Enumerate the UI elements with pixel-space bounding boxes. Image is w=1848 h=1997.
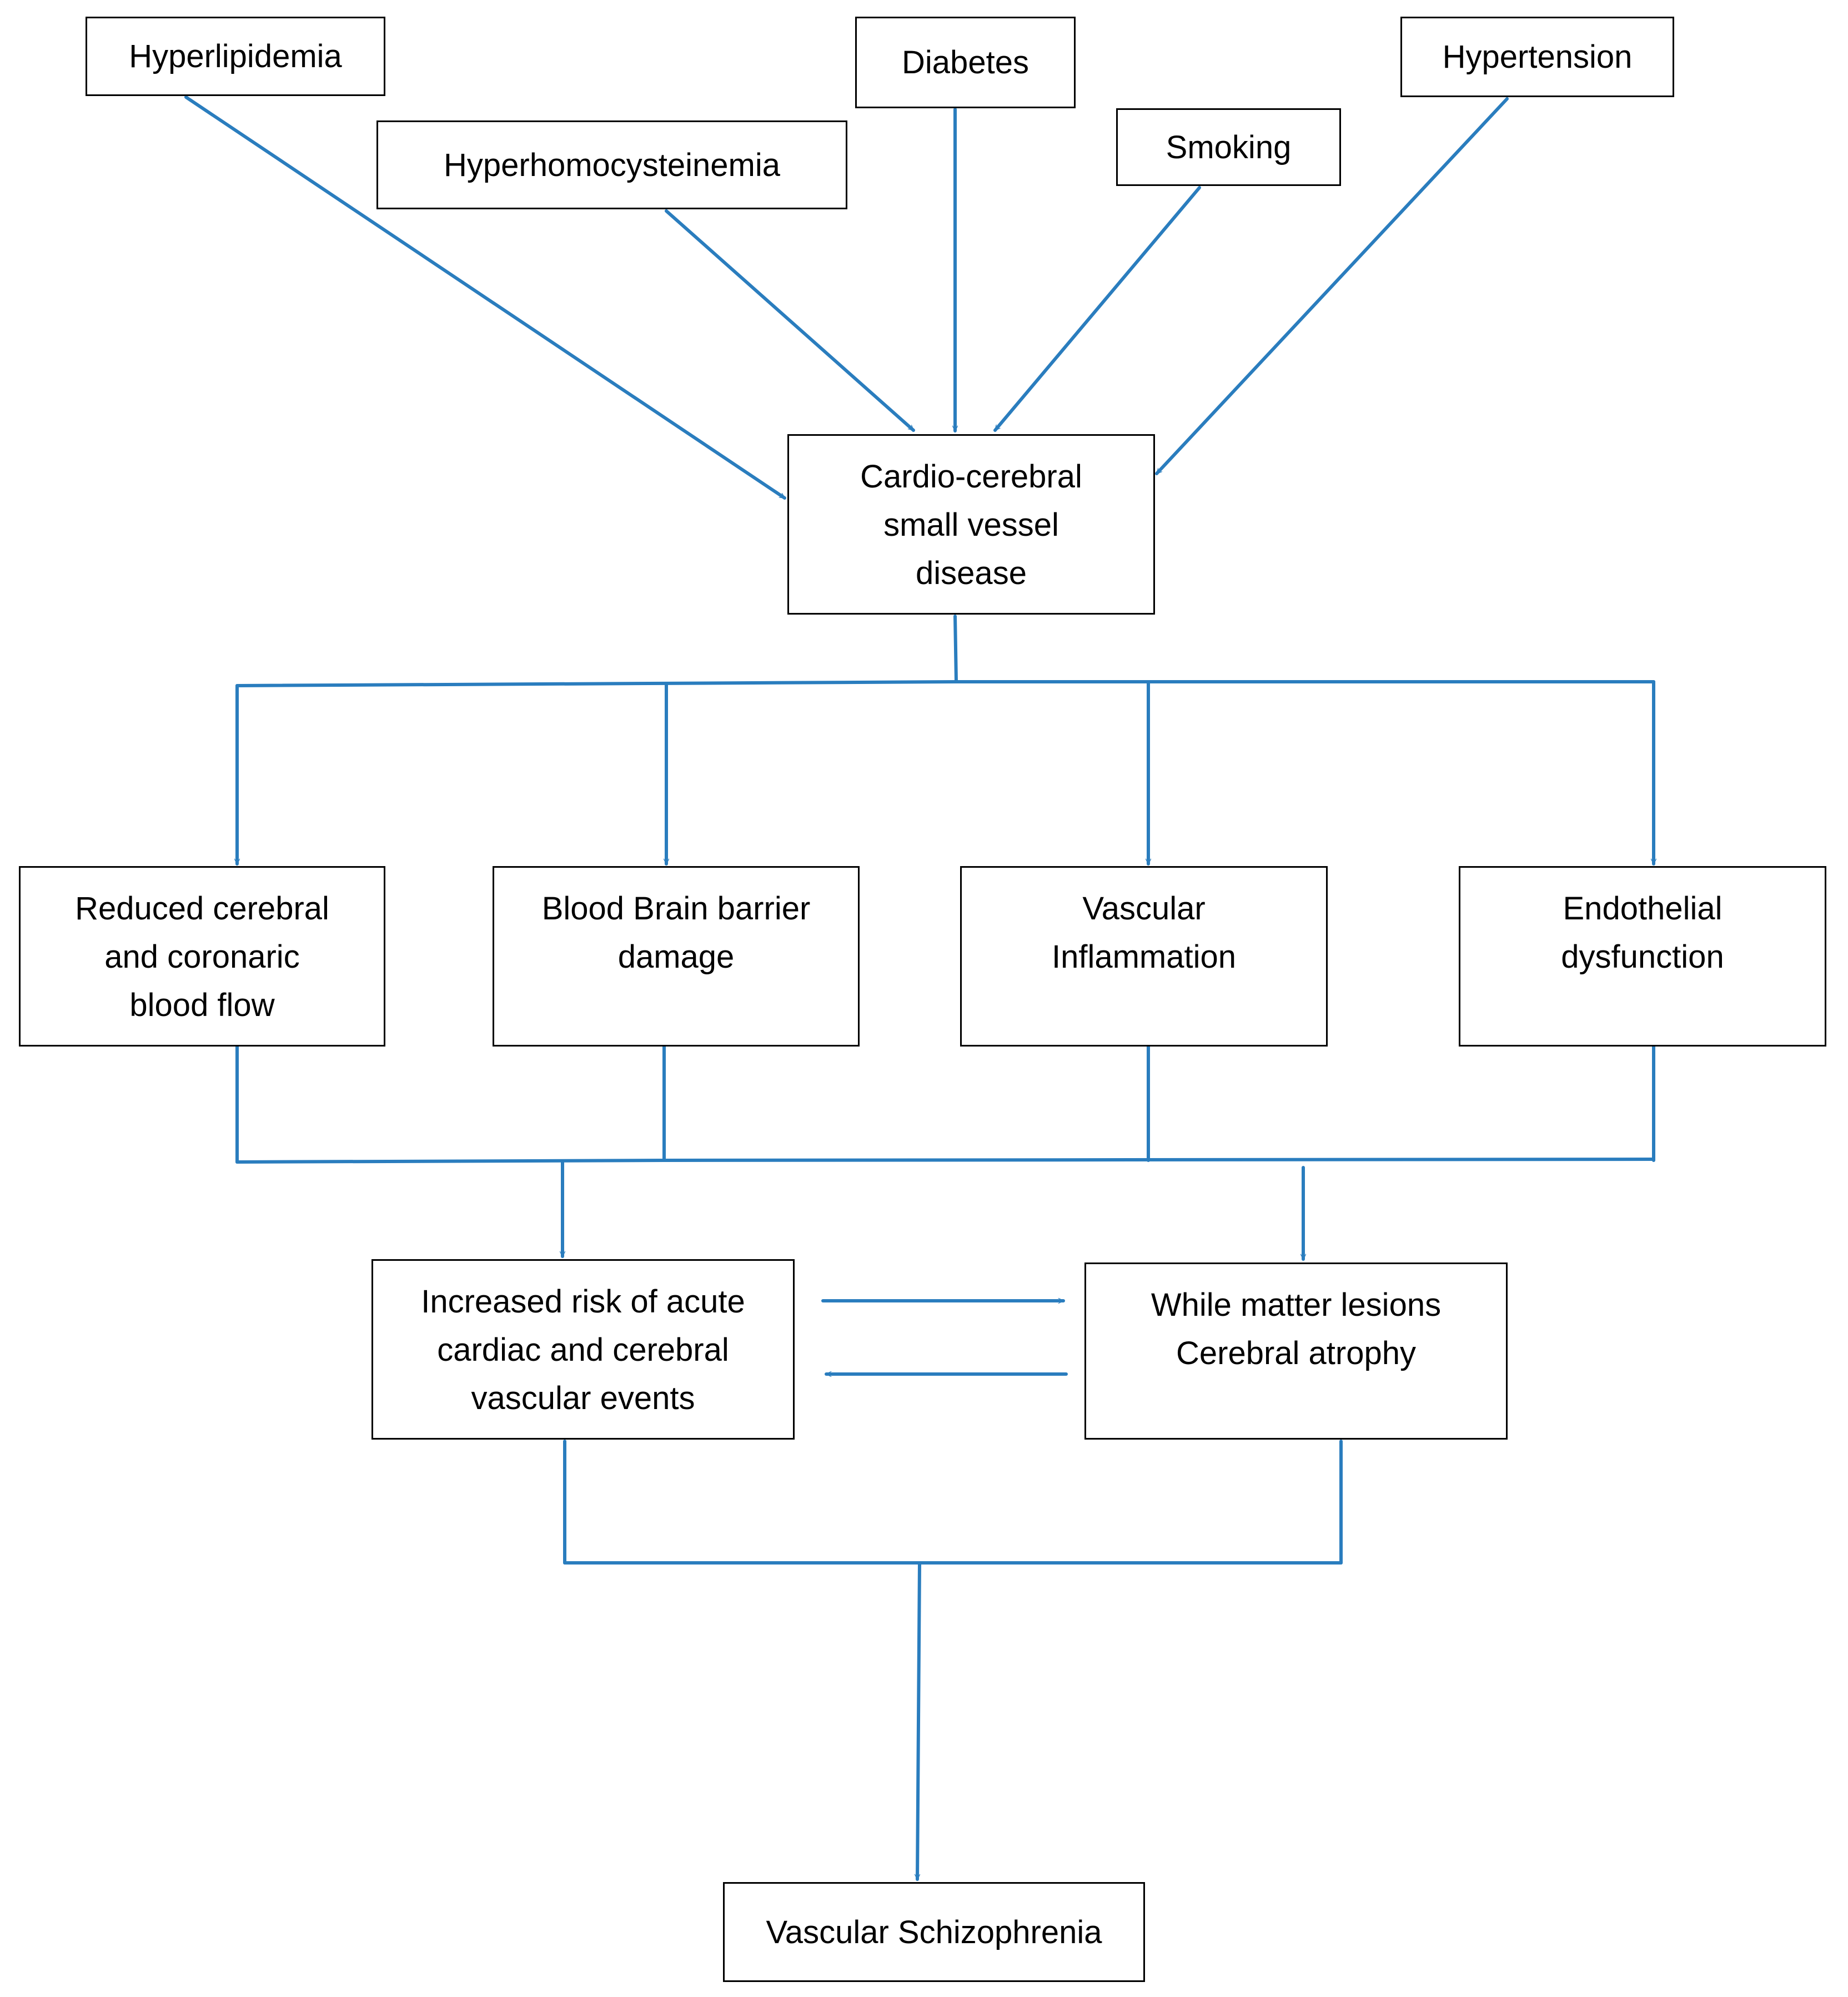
acute-events-label: Increased risk of acute cardiac and cere… [421, 1284, 745, 1416]
blood-flow-label: Reduced cerebral and coronaric blood flo… [75, 891, 329, 1023]
blood-flow-box: Reduced cerebral and coronaric blood flo… [19, 866, 385, 1047]
line-split-bus-left [235, 680, 958, 687]
arrow-final [917, 1561, 921, 1881]
line-merge-bus-left [235, 1159, 666, 1164]
smoking-box: Smoking [1116, 108, 1341, 186]
vascular-inflammation-box: Vascular Inflammation [960, 866, 1328, 1047]
arrow-hypertension [1155, 97, 1509, 475]
smoking-label: Smoking [1166, 129, 1292, 165]
bbb-damage-box: Blood Brain barrier damage [493, 866, 860, 1047]
endothelial-dysfunction-box: Endothelial dysfunction [1459, 866, 1826, 1047]
diabetes-label: Diabetes [902, 44, 1029, 81]
acute-events-box: Increased risk of acute cardiac and cere… [371, 1259, 795, 1440]
white-matter-lesions-label: While matter lesions Cerebral atrophy [1151, 1287, 1442, 1371]
hyperlipidemia-label: Hyperlipidemia [129, 38, 342, 74]
hypertension-box: Hypertension [1400, 17, 1674, 97]
diabetes-box: Diabetes [855, 17, 1076, 108]
line-merge-bus-right [662, 1158, 1655, 1162]
small-vessel-disease-box: Cardio-cerebral small vessel disease [787, 434, 1155, 615]
white-matter-lesions-box: While matter lesions Cerebral atrophy [1084, 1262, 1508, 1440]
arrow-hyperlipidemia [184, 95, 786, 500]
hyperhomocysteinemia-box: Hyperhomocysteinemia [376, 120, 847, 209]
arrow-smoking [993, 186, 1201, 432]
arrow-hyperhomocysteinemia [665, 209, 915, 432]
line-central-down [953, 615, 958, 683]
bbb-damage-label: Blood Brain barrier damage [541, 891, 811, 975]
vascular-schizophrenia-box: Vascular Schizophrenia [723, 1882, 1145, 1982]
hyperhomocysteinemia-label: Hyperhomocysteinemia [443, 147, 781, 183]
vascular-inflammation-label: Vascular Inflammation [1051, 891, 1237, 975]
vascular-schizophrenia-label: Vascular Schizophrenia [766, 1914, 1102, 1950]
small-vessel-disease-label: Cardio-cerebral small vessel disease [860, 459, 1082, 591]
hypertension-label: Hypertension [1442, 39, 1633, 75]
hyperlipidemia-box: Hyperlipidemia [86, 17, 385, 96]
endothelial-dysfunction-label: Endothelial dysfunction [1561, 891, 1724, 975]
